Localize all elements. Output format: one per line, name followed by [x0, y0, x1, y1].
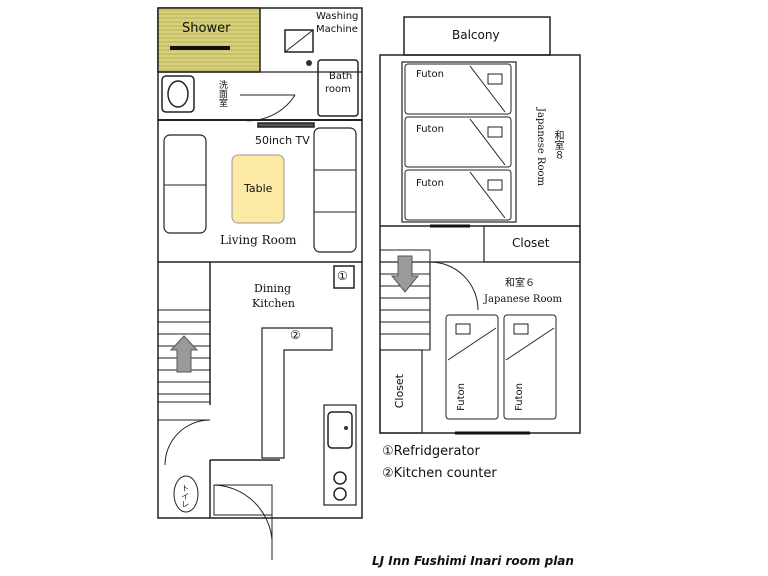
washing-machine — [284, 29, 314, 53]
tv-label: 50inch TV — [255, 134, 310, 147]
tv — [257, 122, 315, 128]
sofa-right — [313, 127, 357, 253]
living-room-label: Living Room — [220, 233, 297, 247]
entrance-door — [213, 484, 273, 516]
japanese-room-6-label-jp: 和室６ — [505, 278, 535, 289]
stairs-up-arrow-icon — [169, 335, 199, 373]
stove-burner-icon — [333, 487, 347, 501]
washroom-sink — [161, 75, 195, 113]
futon-6a — [445, 314, 499, 420]
closet-lower-label: Closet — [393, 374, 406, 409]
refrigerator-marker: ① — [337, 269, 348, 283]
sofa-left — [163, 134, 207, 234]
japanese-room-8 — [401, 61, 517, 223]
toilet-label: トイレ — [180, 484, 190, 508]
washroom-label: 洗面室 — [216, 80, 227, 107]
stairs-down-arrow-icon — [390, 255, 420, 293]
dining-kitchen-label-2: Kitchen — [252, 297, 295, 310]
bath-room — [317, 59, 359, 117]
futon-8a — [404, 63, 512, 115]
upper-floor — [379, 16, 581, 435]
futon-8c — [404, 169, 512, 221]
bath-room-label-2: room — [325, 84, 351, 95]
refrigerator — [333, 265, 355, 289]
bath-room-label: Bath — [329, 71, 353, 82]
closet-lower — [379, 349, 423, 434]
legend-refrigerator: ①Refridgerator — [382, 444, 480, 459]
plan-title: LJ Inn Fushimi Inari room plan — [372, 554, 574, 568]
kitchen-counter — [261, 327, 333, 459]
stove-burner-icon — [333, 471, 347, 485]
washing-machine-label-2: Machine — [316, 24, 358, 35]
futon-8b — [404, 116, 512, 168]
futon-6b — [503, 314, 557, 420]
futon-label-8b: Futon — [416, 124, 444, 135]
kitchen-sink — [327, 411, 353, 449]
legend-kitchen-counter: ②Kitchen counter — [382, 466, 497, 481]
washing-machine-label: Washing — [316, 11, 359, 22]
upper-floor-outer-wall — [379, 54, 581, 434]
futon-label-6b: Futon — [514, 383, 525, 411]
futon-label-6a: Futon — [456, 383, 467, 411]
closet-upper-label: Closet — [512, 236, 550, 250]
futon-label-8c: Futon — [416, 178, 444, 189]
japanese-room-8-label-jp: 和室８ — [552, 130, 563, 160]
shower-label: Shower — [182, 21, 231, 36]
table-label: Table — [244, 182, 273, 195]
kitchen-counter-marker: ② — [290, 328, 301, 342]
kitchen-sink-unit — [323, 404, 357, 506]
ground-floor — [157, 7, 363, 560]
toilet — [173, 475, 199, 513]
japanese-room-8-label-en: Japanese Room — [535, 108, 546, 186]
balcony-label: Balcony — [452, 28, 500, 42]
futon-label-8a: Futon — [416, 69, 444, 80]
shower-area — [157, 7, 261, 73]
table — [231, 154, 285, 224]
dining-kitchen-label: Dining — [254, 282, 292, 295]
drain-icon — [306, 60, 312, 66]
japanese-room-6-label-en: Japanese Room — [484, 294, 562, 305]
